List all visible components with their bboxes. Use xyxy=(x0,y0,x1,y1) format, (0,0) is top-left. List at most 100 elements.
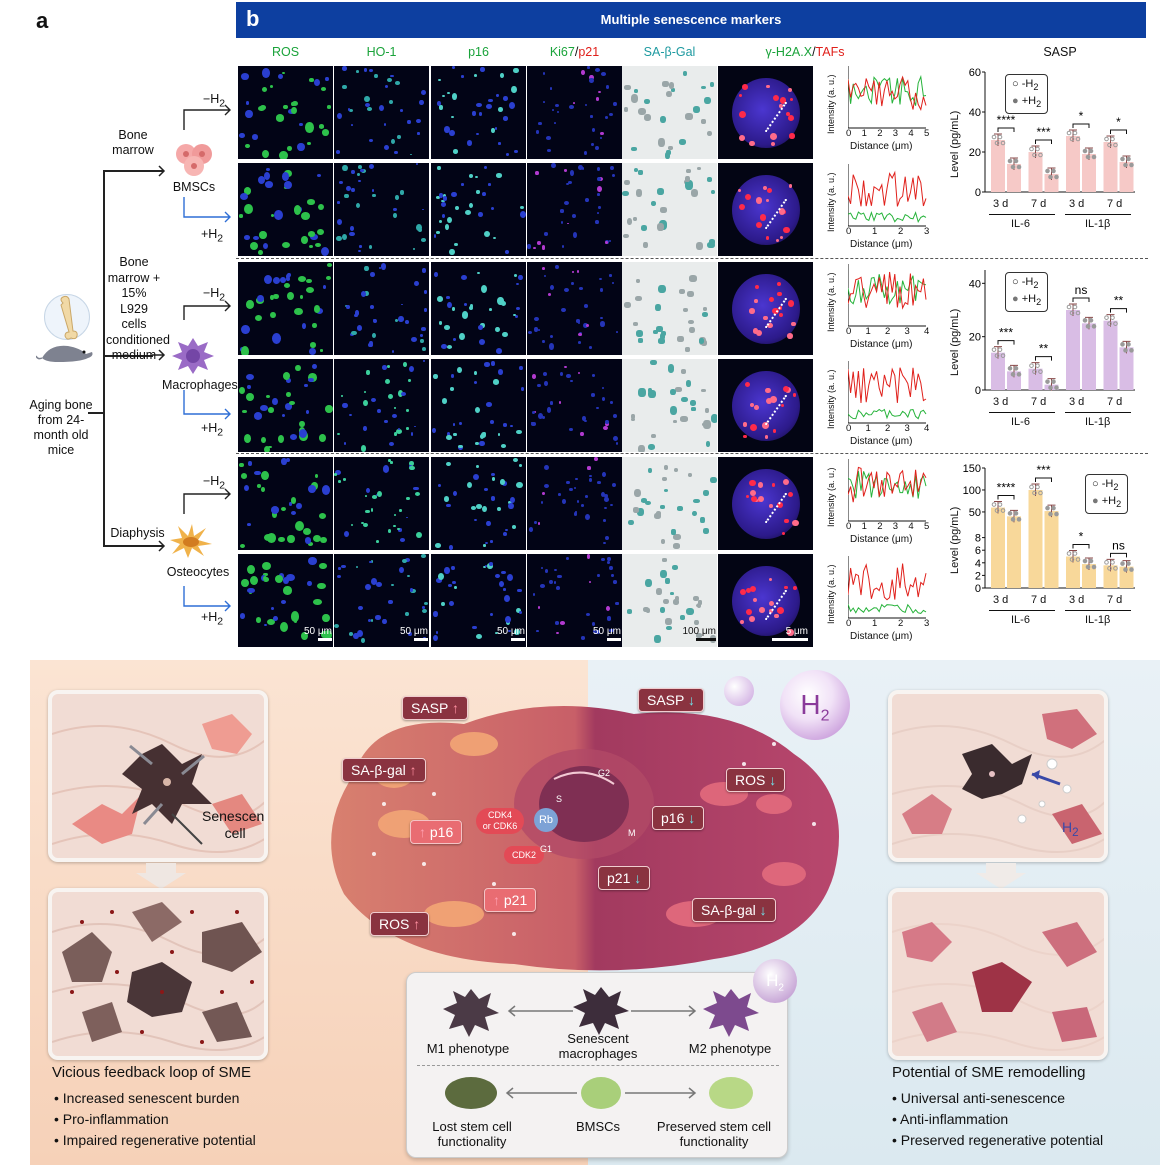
left-title: Vicious feedback loop of SME xyxy=(52,1064,252,1081)
svg-text:ns: ns xyxy=(1075,283,1088,297)
col-head-ros: ROS xyxy=(271,45,300,59)
day-label: 3 d xyxy=(993,594,1009,606)
svg-text:*: * xyxy=(1079,109,1084,123)
micrograph-ho1-row5 xyxy=(334,457,429,550)
micrograph-ros-row4 xyxy=(238,359,333,452)
arrow-icon xyxy=(152,165,166,177)
trace-tick: 1 xyxy=(865,423,871,434)
tag-sabgal-down: SA-β-gal ↓ xyxy=(692,898,776,922)
day-label: 3 d xyxy=(993,198,1009,210)
micrograph-p16-row6 xyxy=(431,554,526,647)
svg-text:50: 50 xyxy=(969,507,981,519)
label-bone-marrow: Bone marrow xyxy=(112,128,154,157)
col-head-gh2ax-tafs: γ-H2A.X/TAFs xyxy=(765,45,845,59)
svg-text:***: *** xyxy=(1036,125,1050,139)
tissue-senescent-bottom xyxy=(48,888,268,1060)
micrograph-ho1-row2 xyxy=(334,163,429,256)
svg-text:0: 0 xyxy=(975,385,981,397)
h2-bubble-large: H2 xyxy=(780,670,850,740)
trace-tick: 2 xyxy=(898,226,904,237)
micrograph-ki67-row4 xyxy=(527,359,622,452)
tree-branch-root xyxy=(88,412,104,414)
trace-tick: 1 xyxy=(861,521,867,532)
plus-h2-branch-1: +H2 xyxy=(182,195,236,245)
micrograph-gh2ax-row4 xyxy=(718,359,813,452)
minus-h2-branch-3: −H2 xyxy=(182,474,236,516)
col-head-ho1: HO-1 xyxy=(366,45,397,59)
bar-minus-h2 xyxy=(991,507,1005,588)
micrograph-sabgal-row3 xyxy=(622,262,717,355)
arrow-icon xyxy=(152,540,166,552)
bar-ylabel: Level (pg/mL) xyxy=(949,506,961,574)
trace-tick: 5 xyxy=(924,521,930,532)
card-divider xyxy=(417,1065,779,1066)
right-bullets: • Universal anti-senescence• Anti-inflam… xyxy=(892,1090,1104,1148)
micrograph-ki67-row1 xyxy=(527,66,622,159)
trace-xlabel: Distance (μm) xyxy=(850,239,913,250)
col-head-sabgal: SA-β-Gal xyxy=(643,45,696,59)
trace-xlabel: Distance (μm) xyxy=(850,141,913,152)
micrograph-gh2ax-row6 xyxy=(718,554,813,647)
svg-text:4: 4 xyxy=(975,558,981,570)
svg-text:****: **** xyxy=(997,481,1016,495)
central-cell-illustration xyxy=(331,706,839,971)
arrow-icon xyxy=(152,349,166,361)
trace-xlabel: Distance (μm) xyxy=(850,631,913,642)
tag-p16-up: ↑ p16 xyxy=(410,820,463,844)
micrograph-p16-row3 xyxy=(431,262,526,355)
trace-tick: 0 xyxy=(846,226,852,237)
cytokine-label: IL-1β xyxy=(1085,416,1111,428)
trace-tick: 2 xyxy=(885,423,891,434)
micrograph-p16-row1 xyxy=(431,66,526,159)
tag-p21-down: p21 ↓ xyxy=(598,866,651,890)
scale-bar-p16: 50 μm xyxy=(479,626,525,1161)
panel-letter-a: a xyxy=(36,8,49,33)
trace-tick: 1 xyxy=(872,618,878,629)
day-label: 3 d xyxy=(1069,594,1085,606)
trace-xlabel: Distance (μm) xyxy=(850,534,913,545)
col-head-ki67-p21: Ki67/p21 xyxy=(549,45,600,59)
trace-tick: 3 xyxy=(924,618,930,629)
trace-tick: 2 xyxy=(885,326,891,337)
panel-b-banner: Multiple senescence markers xyxy=(236,2,1146,38)
day-label: 3 d xyxy=(993,396,1009,408)
bar-minus-h2 xyxy=(1028,489,1043,588)
tree-branch-bmsc xyxy=(103,170,163,172)
bar-plus-h2 xyxy=(1082,154,1096,192)
svg-text:*: * xyxy=(1116,115,1121,129)
svg-text:8: 8 xyxy=(975,533,981,545)
micrograph-gh2ax-row1 xyxy=(718,66,813,159)
label-m1: M1 phenotype xyxy=(426,1041,510,1056)
label-macrophages: Macrophages xyxy=(162,378,238,392)
trace-ylabel: Intensity (a. u.) xyxy=(826,369,836,429)
day-label: 7 d xyxy=(1107,594,1123,606)
micrograph-ho1-row6 xyxy=(334,554,429,647)
trace-xlabel: Distance (μm) xyxy=(850,339,913,350)
micrograph-ros-row2 xyxy=(238,163,333,256)
micrograph-p16-row2 xyxy=(431,163,526,256)
trace-tick: 3 xyxy=(892,521,899,532)
micrograph-sabgal-row1 xyxy=(622,66,717,159)
trace-tick: 1 xyxy=(872,226,878,237)
bar-minus-h2 xyxy=(991,140,1005,192)
trace-ylabel: Intensity (a. u.) xyxy=(826,74,836,134)
bar-legend: ○ -H2● +H2 xyxy=(1005,74,1049,115)
right-title: Potential of SME remodelling xyxy=(892,1064,1086,1081)
svg-text:**: ** xyxy=(1114,294,1124,308)
micrograph-ki67-row6 xyxy=(527,554,622,647)
trace-tick: 0 xyxy=(846,128,852,139)
svg-text:20: 20 xyxy=(969,147,981,159)
label-osteocytes: Osteocytes xyxy=(166,565,230,579)
cytokine-label: IL-1β xyxy=(1085,614,1111,626)
trace-tick: 0 xyxy=(846,423,852,434)
bar-plus-h2 xyxy=(1007,516,1021,588)
svg-text:40: 40 xyxy=(969,278,981,290)
svg-text:***: *** xyxy=(999,326,1013,340)
